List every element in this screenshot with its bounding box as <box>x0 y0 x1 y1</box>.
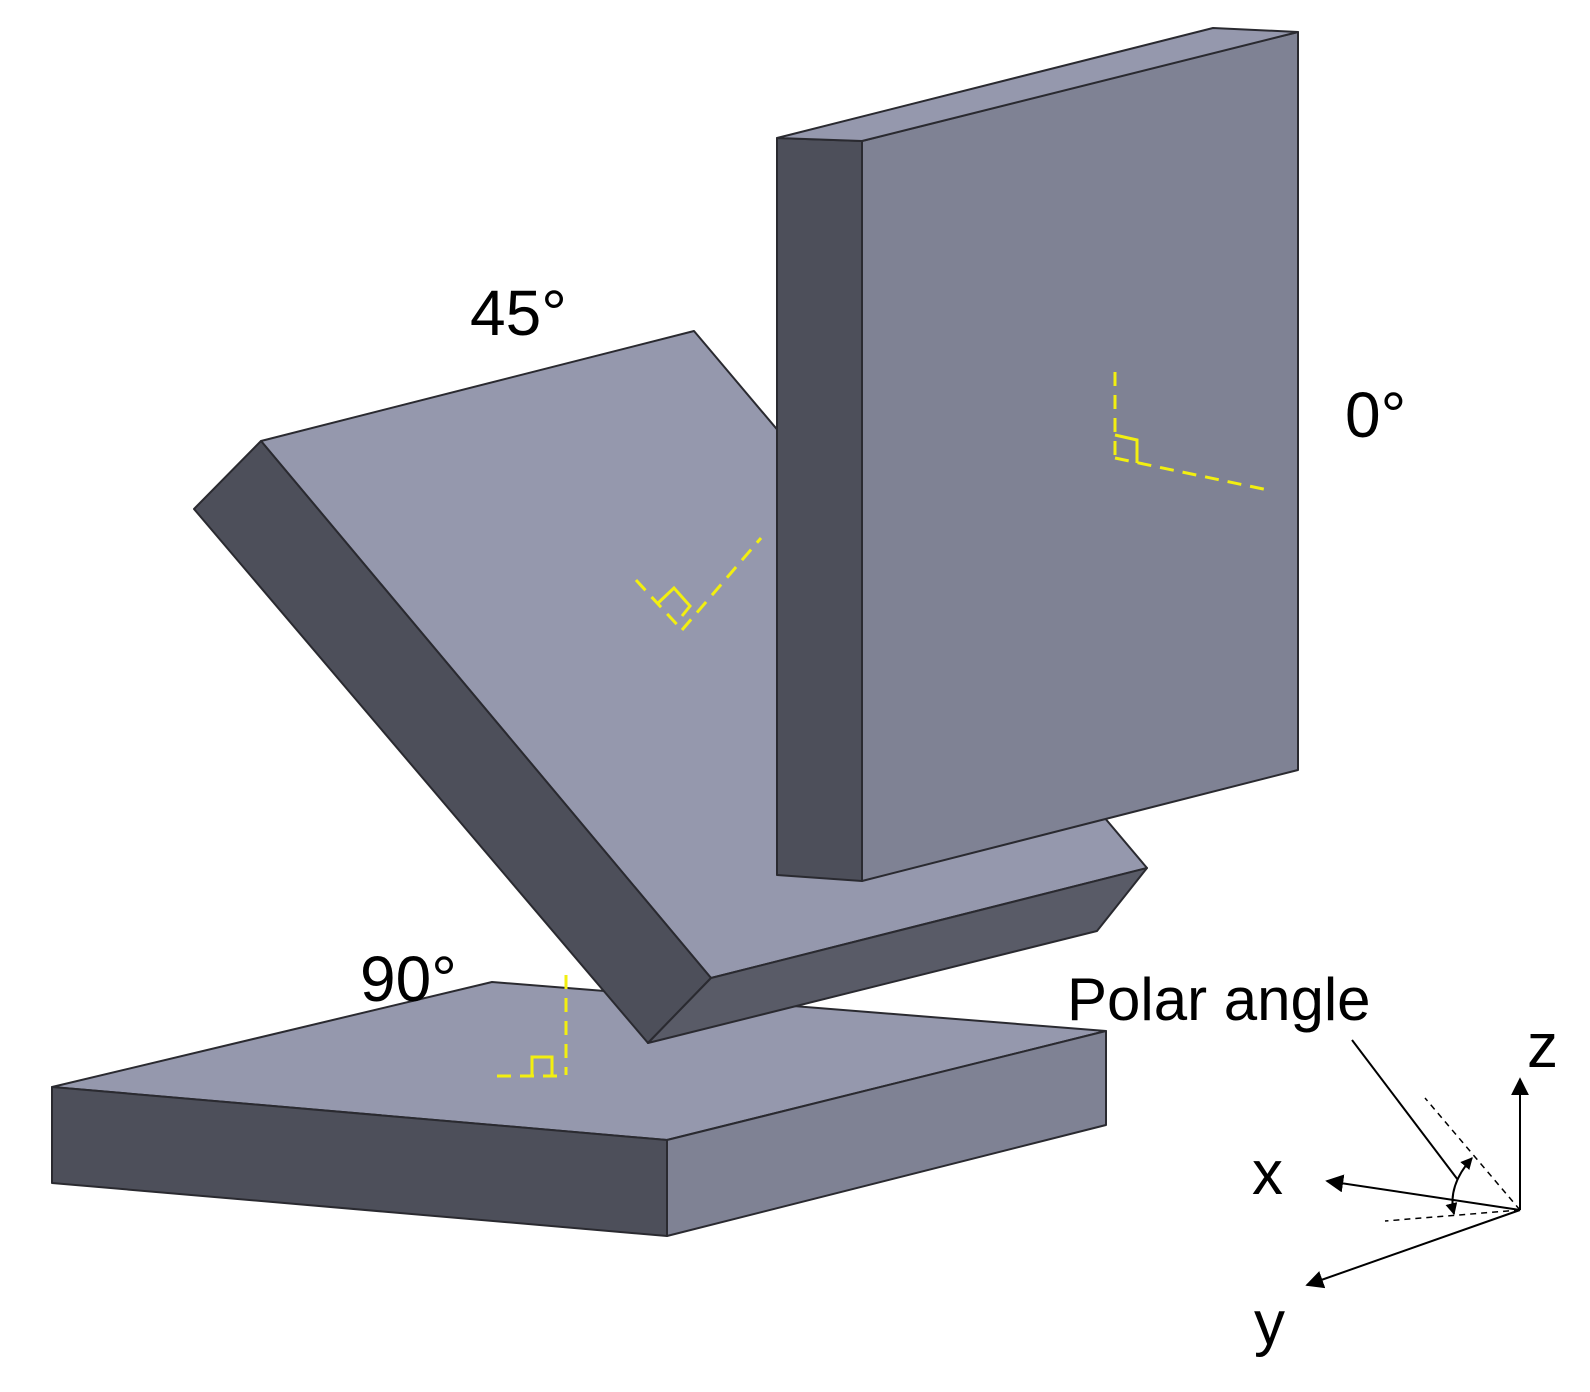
label-0-degree: 0° <box>1345 379 1406 451</box>
y-axis-arrow <box>1305 1209 1521 1289</box>
coordinate-system: z x y Polar angle <box>1067 966 1558 1358</box>
x-axis-arrow <box>1325 1174 1521 1211</box>
plate-90-normal-marker <box>497 975 568 1078</box>
axis-z-label: z <box>1527 1012 1558 1081</box>
axis-x-label: x <box>1252 1139 1283 1208</box>
plate-0-normal-marker <box>1113 372 1269 492</box>
plate-45-front-face <box>647 867 1148 1044</box>
polar-horizontal-dashed <box>1384 1209 1521 1222</box>
plate-90-degree <box>51 975 1107 1237</box>
plate-90-right-face <box>666 1030 1107 1237</box>
polar-angle-arc <box>1445 1157 1473 1216</box>
polar-reference-dashed <box>1424 1097 1521 1211</box>
label-90-degree: 90° <box>360 943 457 1015</box>
polar-angle-label: Polar angle <box>1067 966 1371 1033</box>
plate-0-side-face <box>776 137 863 882</box>
plate-0-front-face <box>861 31 1299 882</box>
plate-0-top-face <box>776 27 1299 142</box>
polar-pointer-line <box>1351 1039 1459 1181</box>
axis-y-label: y <box>1254 1289 1285 1358</box>
plate-45-normal-marker <box>634 537 763 632</box>
label-45-degree: 45° <box>470 277 567 349</box>
plate-0-degree <box>776 27 1299 882</box>
